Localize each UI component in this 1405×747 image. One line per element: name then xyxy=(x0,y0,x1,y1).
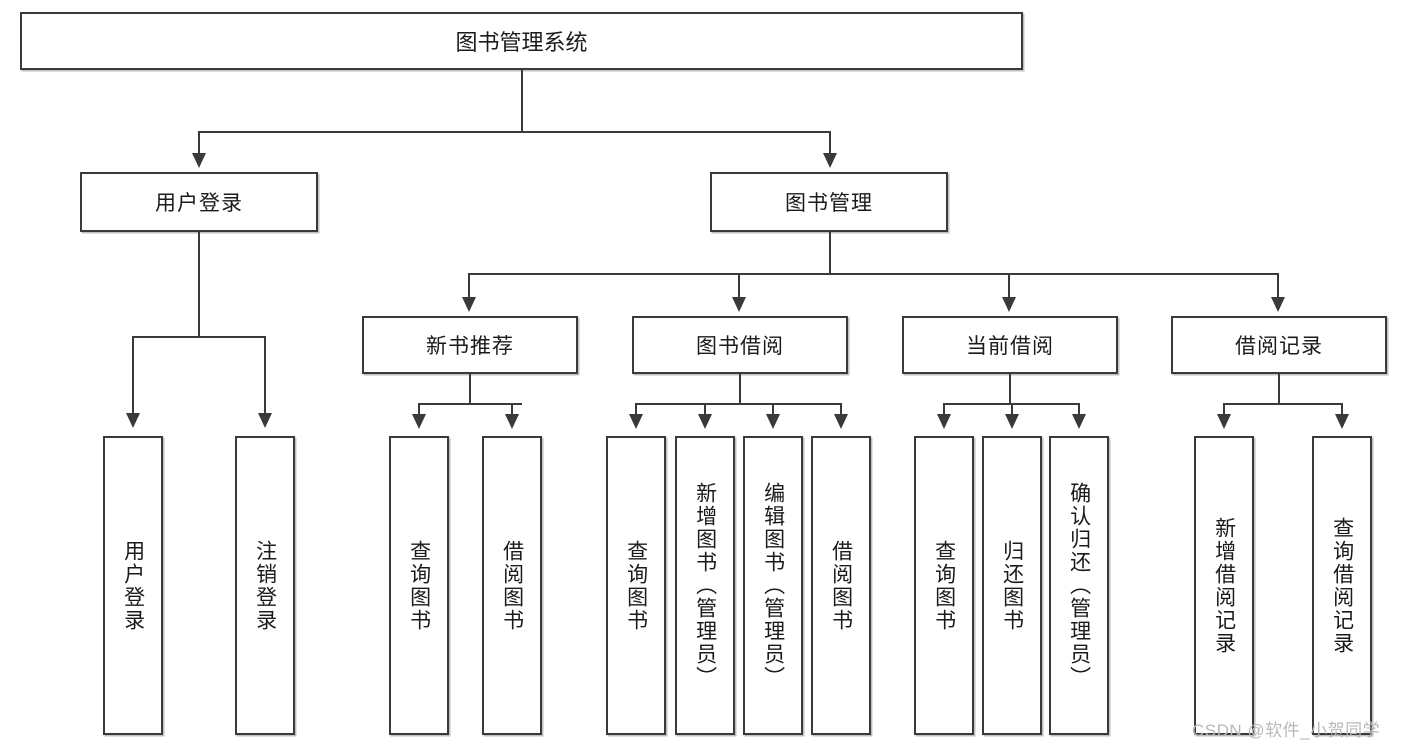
arrow-bm-to-new-book xyxy=(462,297,476,312)
node-new-book-recommend[interactable]: 新书推荐 xyxy=(362,316,578,374)
arrow-current-borrow-to-leaf-1 xyxy=(937,414,951,429)
connector-book-borrow-to-leaf-3 xyxy=(772,403,774,417)
connector-root-bus xyxy=(198,131,831,133)
connector-book-borrow-to-leaf-1 xyxy=(635,403,637,417)
connector-new-book-to-leaf-2 xyxy=(511,403,513,417)
leaf-label: 新增借阅记录 xyxy=(1212,516,1236,655)
connector-new-book-stem xyxy=(469,374,471,404)
connector-user-login-to-leaf-1 xyxy=(132,336,134,416)
leaf-new-book-borrow-book[interactable]: 借阅图书 xyxy=(482,436,542,735)
node-book-borrow[interactable]: 图书借阅 xyxy=(632,316,848,374)
connector-borrow-record-to-leaf-1 xyxy=(1223,403,1225,417)
connector-bm-to-borrow-record xyxy=(1277,273,1279,301)
leaf-label: 查询图书 xyxy=(624,539,648,632)
arrow-root-to-user-login xyxy=(192,153,206,168)
connector-current-borrow-to-leaf-2 xyxy=(1011,403,1013,417)
node-borrow-record[interactable]: 借阅记录 xyxy=(1171,316,1387,374)
leaf-label: 用户登录 xyxy=(121,539,145,632)
node-root-book-management-system[interactable]: 图书管理系统 xyxy=(20,12,1023,70)
connector-book-management-stem xyxy=(829,232,831,274)
arrow-root-to-book-management xyxy=(823,153,837,168)
arrow-new-book-to-leaf-2 xyxy=(505,414,519,429)
connector-current-borrow-to-leaf-1 xyxy=(943,403,945,417)
node-book-management[interactable]: 图书管理 xyxy=(710,172,948,232)
arrow-book-borrow-to-leaf-3 xyxy=(766,414,780,429)
leaf-current-borrow-confirm-return-admin[interactable]: 确认归还（管理员） xyxy=(1049,436,1109,735)
leaf-current-borrow-return-book[interactable]: 归还图书 xyxy=(982,436,1042,735)
arrow-current-borrow-to-leaf-2 xyxy=(1005,414,1019,429)
connector-borrow-record-to-leaf-2 xyxy=(1341,403,1343,417)
arrow-user-login-to-leaf-2 xyxy=(258,413,272,428)
connector-borrow-record-stem xyxy=(1278,374,1280,404)
connector-root-to-user-login xyxy=(198,131,200,157)
connector-root-to-book-management xyxy=(829,131,831,157)
leaf-new-book-query-book[interactable]: 查询图书 xyxy=(389,436,449,735)
leaf-book-borrow-query-book[interactable]: 查询图书 xyxy=(606,436,666,735)
connector-user-login-to-leaf-2 xyxy=(264,336,266,416)
leaf-label: 编辑图书（管理员） xyxy=(761,482,785,689)
node-current-borrow[interactable]: 当前借阅 xyxy=(902,316,1118,374)
node-label: 用户登录 xyxy=(155,192,243,215)
connector-new-book-bus xyxy=(418,403,522,405)
node-label: 新书推荐 xyxy=(426,335,514,358)
node-label: 图书借阅 xyxy=(696,335,784,358)
leaf-user-login-login[interactable]: 用户登录 xyxy=(103,436,163,735)
leaf-label: 新增图书（管理员） xyxy=(693,482,717,689)
node-user-login[interactable]: 用户登录 xyxy=(80,172,318,232)
node-label: 当前借阅 xyxy=(966,335,1054,358)
leaf-book-borrow-add-book-admin[interactable]: 新增图书（管理员） xyxy=(675,436,735,735)
leaf-label: 确认归还（管理员） xyxy=(1067,482,1091,689)
leaf-label: 借阅图书 xyxy=(500,539,524,632)
connector-root-stem xyxy=(521,70,523,132)
leaf-book-borrow-edit-book-admin[interactable]: 编辑图书（管理员） xyxy=(743,436,803,735)
connector-user-login-stem xyxy=(198,232,200,337)
connector-current-borrow-stem xyxy=(1009,374,1011,404)
arrow-current-borrow-to-leaf-3 xyxy=(1072,414,1086,429)
arrow-user-login-to-leaf-1 xyxy=(126,413,140,428)
connector-bm-to-book-borrow xyxy=(738,273,740,301)
connector-current-borrow-to-leaf-3 xyxy=(1078,403,1080,417)
leaf-borrow-record-query-record[interactable]: 查询借阅记录 xyxy=(1312,436,1372,735)
leaf-current-borrow-query-book[interactable]: 查询图书 xyxy=(914,436,974,735)
node-label: 图书管理系统 xyxy=(455,30,588,55)
arrow-book-borrow-to-leaf-1 xyxy=(629,414,643,429)
node-label: 借阅记录 xyxy=(1235,335,1323,358)
arrow-bm-to-current-borrow xyxy=(1002,297,1016,312)
leaf-book-borrow-borrow-book[interactable]: 借阅图书 xyxy=(811,436,871,735)
leaf-label: 查询图书 xyxy=(932,539,956,632)
leaf-label: 注销登录 xyxy=(253,539,277,632)
leaf-label: 借阅图书 xyxy=(829,539,853,632)
connector-borrow-record-bus xyxy=(1223,403,1343,405)
connector-user-login-bus xyxy=(132,336,266,338)
connector-bm-to-current-borrow xyxy=(1008,273,1010,301)
leaf-borrow-record-add-record[interactable]: 新增借阅记录 xyxy=(1194,436,1254,735)
connector-book-borrow-bus xyxy=(635,403,842,405)
leaf-label: 查询借阅记录 xyxy=(1330,516,1354,655)
connector-bm-to-new-book xyxy=(468,273,470,301)
leaf-label: 查询图书 xyxy=(407,539,431,632)
leaf-user-login-logout[interactable]: 注销登录 xyxy=(235,436,295,735)
arrow-book-borrow-to-leaf-4 xyxy=(834,414,848,429)
connector-book-borrow-to-leaf-2 xyxy=(704,403,706,417)
arrow-borrow-record-to-leaf-2 xyxy=(1335,414,1349,429)
arrow-borrow-record-to-leaf-1 xyxy=(1217,414,1231,429)
connector-book-borrow-to-leaf-4 xyxy=(840,403,842,417)
connector-book-borrow-stem xyxy=(739,374,741,404)
watermark-csdn: CSDN @软件_小贺同学 xyxy=(1192,721,1381,740)
arrow-new-book-to-leaf-1 xyxy=(412,414,426,429)
arrow-book-borrow-to-leaf-2 xyxy=(698,414,712,429)
connector-new-book-to-leaf-1 xyxy=(418,403,420,417)
node-label: 图书管理 xyxy=(785,192,873,215)
arrow-bm-to-book-borrow xyxy=(732,297,746,312)
connector-level3-bus xyxy=(468,273,1277,275)
leaf-label: 归还图书 xyxy=(1000,539,1024,632)
arrow-bm-to-borrow-record xyxy=(1271,297,1285,312)
